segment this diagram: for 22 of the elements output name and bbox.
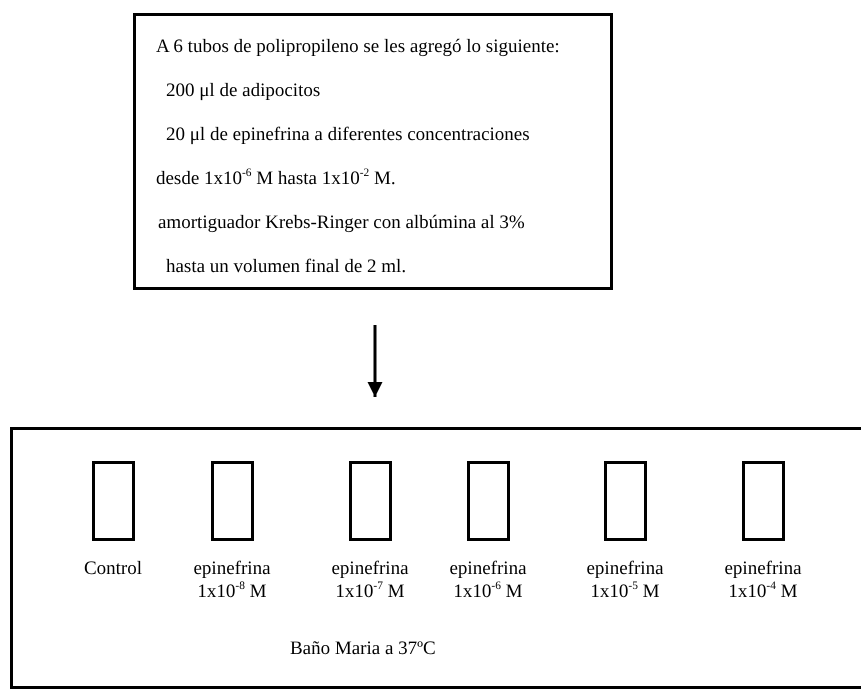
tube-label: epinefrina 1x10$^{-7}$ M (330, 558, 410, 604)
procedure-step-text: amortiguador Krebs-Ringer con albúmina al 3% (158, 212, 525, 234)
condition-text: Baño Maria a 37ºC (290, 638, 436, 660)
tube-outline (604, 461, 647, 541)
tube-outline (742, 461, 785, 541)
tube-label: Control (82, 558, 144, 581)
tube-label: epinefrina 1x10$^{-4}$ M (723, 558, 802, 604)
tube-label: epinefrina 1x10$^{-8}$ M (192, 558, 272, 604)
tube-label: epinefrina 1x10$^{-6}$ M (448, 558, 528, 604)
procedure-box (133, 13, 613, 290)
tube-outline (349, 461, 392, 541)
procedure-step-text: A 6 tubos de polipropileno se les agregó lo siguiente: (156, 36, 560, 58)
procedure-step-text: hasta un volumen final de 2 ml. (166, 256, 406, 278)
procedure-step-text: 200 μl de adipocitos (166, 80, 320, 102)
procedure-step-text: desde 1x10$^{-6}$ M hasta 1x10$^{-2}$ M. (156, 168, 396, 190)
tube-outline (211, 461, 254, 541)
arrow (368, 325, 382, 397)
tube-label: epinefrina 1x10$^{-5}$ M (585, 558, 664, 604)
tube-outline (92, 461, 135, 541)
tube-outline (467, 461, 510, 541)
procedure-step-text: 20 μl de epinefrina a diferentes concentraciones (166, 124, 530, 146)
water-bath-box (10, 427, 861, 689)
